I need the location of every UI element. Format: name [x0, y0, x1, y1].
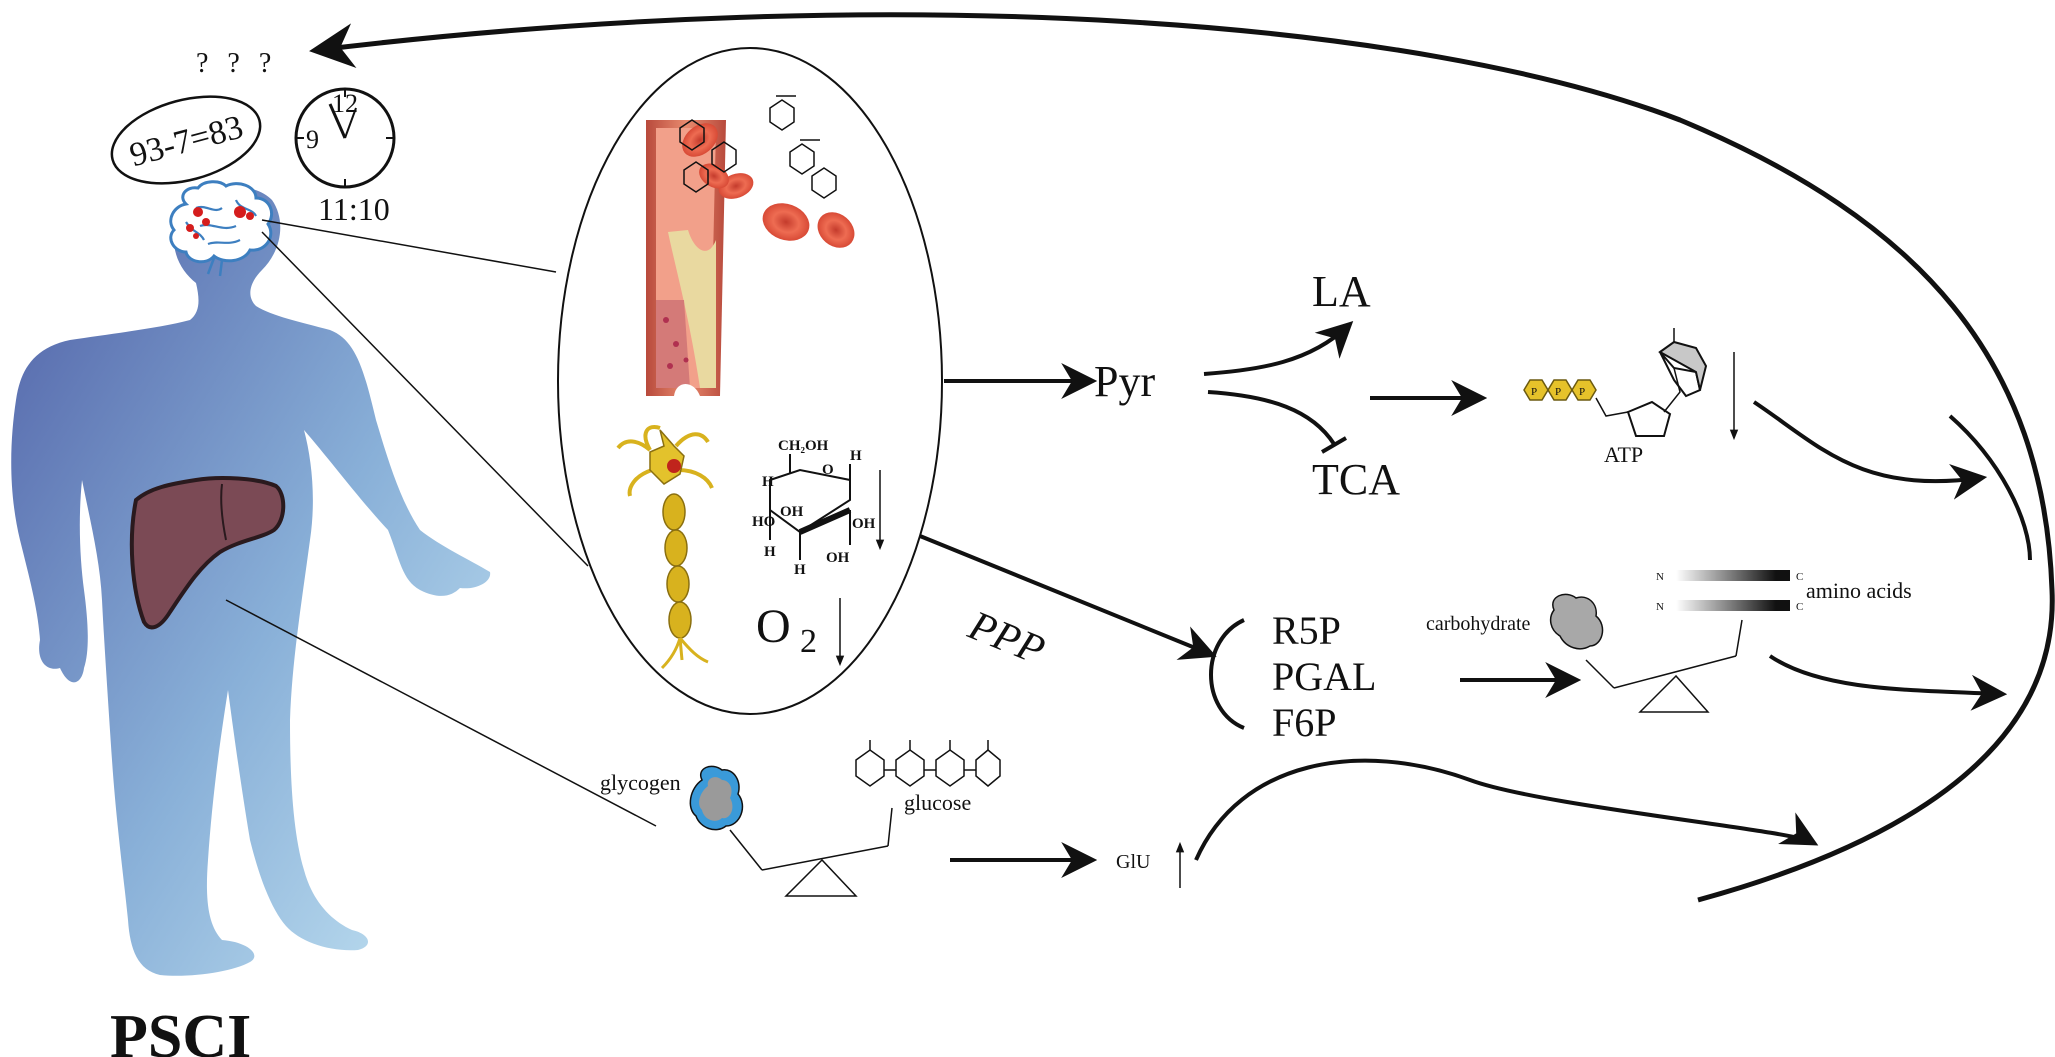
glucose-oh-1: OH — [780, 504, 804, 520]
peptide-bars-icon: N C N C — [1656, 570, 1803, 613]
atp-label: ATP — [1604, 442, 1643, 467]
neuron-icon — [616, 425, 714, 670]
confusion-marks: ? ? ? — [196, 48, 277, 79]
r5p-label: R5P — [1272, 608, 1341, 653]
arrow-pyr-to-la — [1203, 321, 1354, 376]
glucose-structure-icon: CH₂OH O HO OH OH OH H H H H — [752, 438, 876, 578]
clock-twelve: 12 — [332, 89, 358, 118]
la-label: LA — [1312, 267, 1371, 316]
phosphate-1: P — [1531, 386, 1537, 398]
feedback-inner-arc — [1948, 414, 2032, 561]
brain-icon — [169, 180, 273, 277]
glucose-rings-small — [679, 95, 837, 199]
pyr-label: Pyr — [1094, 357, 1155, 406]
brain-connector-top — [261, 219, 557, 273]
blood-vessel-icon — [646, 120, 726, 396]
c-terminus-1: C — [1796, 571, 1803, 583]
atp-molecule-icon: P P P — [1523, 328, 1708, 437]
arrow-to-ppp — [919, 534, 1217, 660]
n-terminus-2: N — [1656, 601, 1664, 613]
glucose-h-2: H — [850, 448, 862, 464]
c-terminus-2: C — [1796, 601, 1803, 613]
glycogen-glucose-balance — [729, 807, 893, 897]
body-silhouette — [11, 186, 491, 976]
arrow-glu-to-cycle — [1194, 758, 1819, 861]
math-task-bubble — [110, 95, 262, 185]
arrow-atp-to-cycle — [1752, 400, 1988, 500]
pgal-label: PGAL — [1272, 654, 1376, 699]
glucose-h-3: H — [764, 544, 776, 560]
glucose-h-4: H — [794, 562, 806, 578]
ppp-bracket — [1209, 618, 1245, 730]
phosphate-3: P — [1579, 386, 1585, 398]
f6p-label: F6P — [1272, 700, 1337, 745]
glycogen-core — [699, 777, 733, 821]
arrow-pyr-to-tca-inhibited — [1207, 390, 1336, 446]
brain-connector-bottom — [261, 231, 589, 567]
glucose-oh-2: OH — [852, 516, 876, 532]
n-terminus-1: N — [1656, 571, 1664, 583]
clock-icon: 12 9 — [294, 87, 396, 189]
oxygen-symbol: O — [756, 600, 791, 653]
clock-nine: 9 — [306, 125, 319, 154]
liver-icon — [129, 476, 286, 630]
oxygen-subscript: 2 — [800, 623, 817, 660]
phosphate-2: P — [1555, 386, 1561, 398]
feedback-return-arc — [309, 12, 2055, 903]
liver-connector — [225, 599, 657, 827]
human-figure — [11, 186, 491, 976]
glu-label: GlU — [1116, 851, 1151, 873]
carb-amino-balance — [1549, 593, 1743, 713]
glucose-ch2oh: CH₂OH — [778, 438, 829, 454]
glycogen-label: glycogen — [600, 770, 681, 795]
tca-label: TCA — [1312, 455, 1400, 504]
glucose-ho: HO — [752, 514, 775, 530]
glucose-oh-3: OH — [826, 550, 850, 566]
arrow-balance-to-cycle — [1768, 654, 2008, 711]
tca-inhibition-bar — [1320, 436, 1348, 454]
glucose-h-1: H — [762, 474, 774, 490]
glucose-ring-oxygen: O — [822, 462, 834, 478]
glucose-label: glucose — [904, 790, 971, 815]
ppp-label: PPP — [961, 602, 1051, 674]
carbohydrate-label: carbohydrate — [1426, 613, 1531, 635]
glucose-chain-icon — [855, 740, 1001, 787]
clock-time-label: 11:10 — [318, 191, 390, 227]
zoom-ellipse — [557, 47, 943, 715]
amino-acids-label: amino acids — [1806, 578, 1912, 603]
figure-title: PSCI — [110, 1003, 251, 1057]
